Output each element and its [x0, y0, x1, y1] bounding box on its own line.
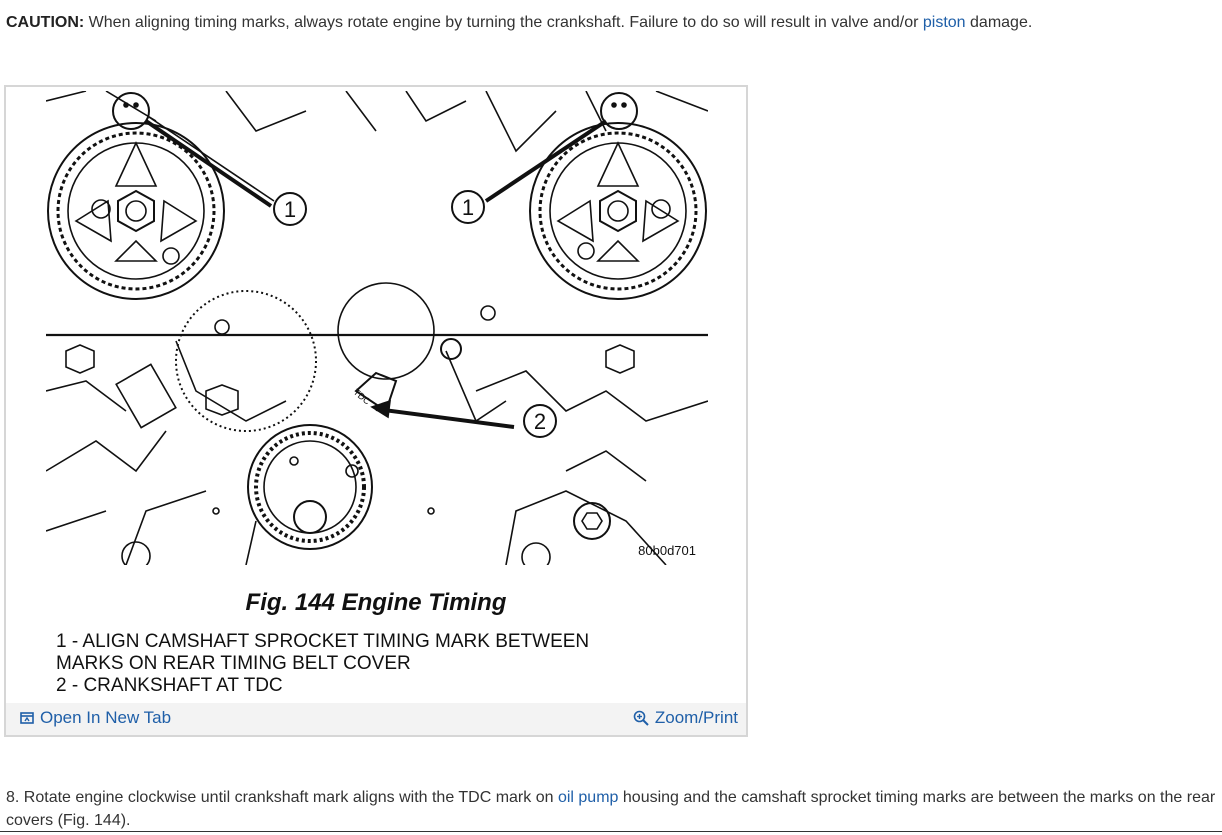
- caution-label: CAUTION:: [6, 14, 85, 31]
- caution-paragraph: CAUTION: When aligning timing marks, alw…: [6, 12, 1206, 34]
- figure-title: Fig. 144 Engine Timing: [245, 589, 507, 616]
- figure-image-id: 80b0d701: [638, 543, 696, 558]
- caution-text-end: damage.: [970, 14, 1033, 31]
- divider: [0, 831, 1222, 832]
- oil-pump-link[interactable]: oil pump: [557, 789, 619, 806]
- engine-timing-illustration: 1 1 2 TDC: [46, 91, 708, 565]
- callout-2: 2: [534, 409, 546, 434]
- figure-legend: 1 - ALIGN CAMSHAFT SPROCKET TIMING MARK …: [56, 631, 736, 697]
- figure-toolbar: Open In New Tab Zoom/Print: [6, 703, 746, 735]
- piston-link[interactable]: piston: [922, 14, 966, 31]
- open-tab-icon: [20, 712, 34, 724]
- tdc-mark-text: TDC: [352, 387, 373, 407]
- open-in-new-tab-label: Open In New Tab: [40, 708, 172, 727]
- callout-1-right: 1: [462, 195, 474, 220]
- zoom-print-button[interactable]: Zoom/Print: [633, 708, 738, 728]
- figure-container: 1 1 2 TDC 80b0d701 Fig. 144 Engine Timin…: [4, 85, 748, 737]
- step-8-paragraph: 8. Rotate engine clockwise until cranksh…: [6, 786, 1218, 832]
- open-in-new-tab-button[interactable]: Open In New Tab: [20, 708, 171, 728]
- callout-1-left: 1: [284, 197, 296, 222]
- legend-line: MARKS ON REAR TIMING BELT COVER: [56, 653, 411, 674]
- step-text-end: housing and the camshaft sprocket timing…: [6, 789, 1216, 829]
- step-text: 8. Rotate engine clockwise until cranksh…: [6, 789, 554, 806]
- legend-line: 2 - CRANKSHAFT AT TDC: [56, 675, 283, 696]
- zoom-icon: [633, 710, 649, 726]
- zoom-print-label: Zoom/Print: [654, 708, 738, 727]
- legend-line: 1 - ALIGN CAMSHAFT SPROCKET TIMING MARK …: [56, 631, 590, 652]
- caution-text: When aligning timing marks, always rotat…: [88, 14, 919, 31]
